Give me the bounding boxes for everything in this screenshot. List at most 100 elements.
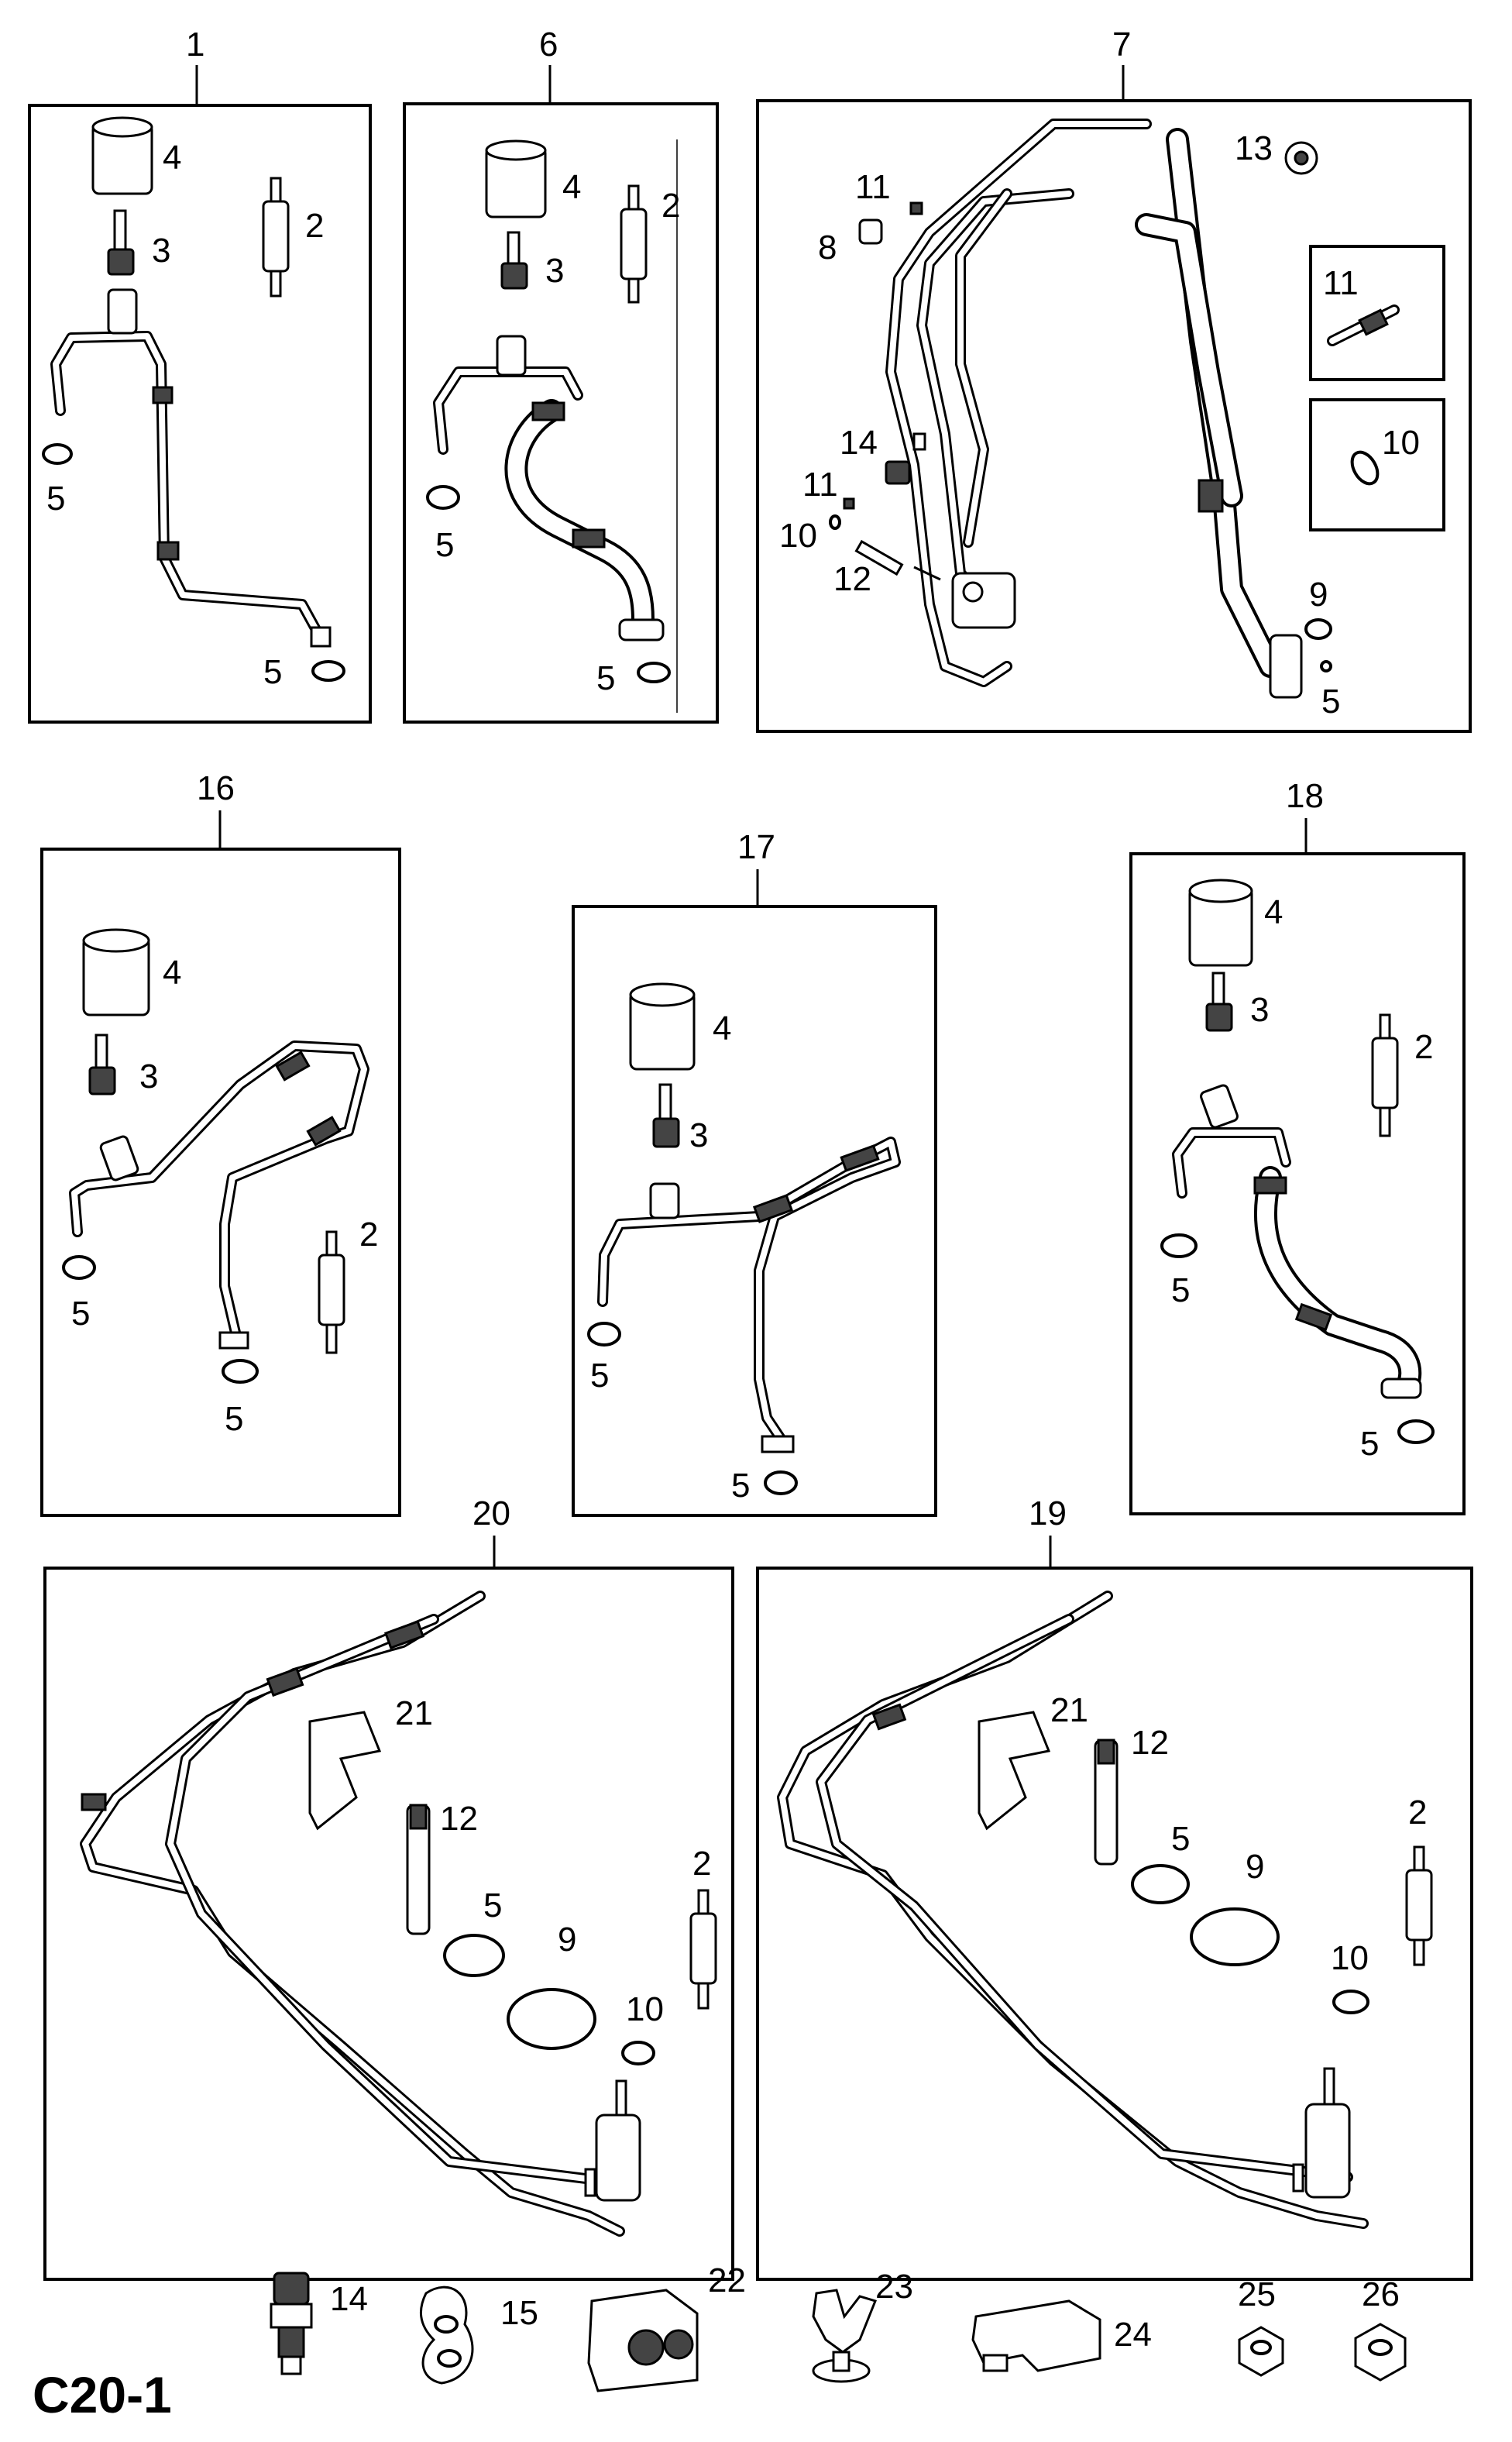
- part-5-label: 5: [1360, 1425, 1379, 1463]
- part-14-label: 14: [840, 424, 878, 462]
- ac-pipe-20: [80, 1591, 641, 2237]
- group-7-box: [756, 99, 1472, 733]
- valve-core: [318, 1230, 345, 1354]
- o-ring: [829, 514, 841, 530]
- o-ring: [507, 1988, 596, 2050]
- part-2-label: 2: [692, 1845, 711, 1883]
- part-12-label: 12: [1131, 1724, 1169, 1762]
- part-21-label: 21: [1050, 1691, 1088, 1729]
- o-ring: [222, 1359, 259, 1384]
- part-2-label: 2: [1408, 1794, 1427, 1831]
- group-19-label: 19: [1029, 1494, 1067, 1532]
- receiver-cap: [82, 928, 150, 1016]
- part-5-label: 5: [731, 1467, 750, 1505]
- hex-nut: [1238, 2326, 1284, 2377]
- part-4-label: 4: [1264, 893, 1283, 931]
- o-ring: [1190, 1907, 1280, 1966]
- inset-box-10: [1309, 398, 1445, 531]
- valve-screw: [652, 1083, 680, 1148]
- part-5-label: 5: [590, 1357, 609, 1395]
- o-ring: [1397, 1419, 1435, 1444]
- service-valve: [1094, 1739, 1119, 1866]
- part-5-label: 5: [435, 526, 454, 564]
- ac-hose-6: [433, 335, 665, 641]
- o-ring: [1320, 660, 1332, 672]
- part-22-label: 22: [708, 2261, 746, 2299]
- receiver-cap: [91, 116, 153, 195]
- group-17-box: [572, 905, 937, 1517]
- ac-hose-assembly-7: [885, 119, 1303, 699]
- valve-screw: [500, 231, 528, 290]
- o-ring: [1304, 618, 1332, 640]
- valve-core: [689, 1889, 717, 2010]
- part-21-label: 21: [395, 1694, 433, 1732]
- group-17: 17 4 3 5 5: [572, 828, 937, 1517]
- part-4-label: 4: [163, 139, 181, 177]
- part-3-label: 3: [139, 1058, 158, 1095]
- pipe-clamp: [419, 2286, 474, 2385]
- ac-pipe-1: [50, 288, 332, 648]
- ac-pipe-16: [69, 1040, 369, 1350]
- part-11-label: 11: [855, 168, 891, 206]
- page-code: C20-1: [33, 2366, 172, 2423]
- o-ring: [587, 1322, 621, 1347]
- hex-nut: [1284, 141, 1318, 175]
- part-10-label: 10: [779, 517, 817, 555]
- group-17-label: 17: [737, 828, 775, 866]
- valve-core: [1371, 1013, 1399, 1137]
- part-8-label: 8: [818, 229, 837, 267]
- valve-core: [262, 177, 290, 298]
- group-20-box: [43, 1567, 734, 2281]
- hose-holder: [971, 2299, 1101, 2372]
- part-5-label: 5: [1171, 1820, 1190, 1858]
- part-3-label: 3: [1250, 991, 1269, 1029]
- part-15-label: 15: [500, 2294, 538, 2332]
- o-ring: [62, 1255, 96, 1280]
- receiver-cap: [485, 139, 547, 218]
- part-3-label: 3: [689, 1116, 708, 1154]
- part-5-label: 5: [225, 1400, 243, 1438]
- pressure-switch: [885, 432, 926, 485]
- part-4-label: 4: [163, 954, 181, 992]
- pressure-switch: [270, 2272, 313, 2375]
- group-18: 18 4 3 2 5 5: [1129, 777, 1466, 1515]
- part-9-label: 9: [558, 1921, 576, 1959]
- hex-nut: [1354, 2323, 1407, 2382]
- part-4-label: 4: [562, 168, 581, 206]
- inset-box-11: [1309, 245, 1445, 381]
- valve-core: [1405, 1845, 1433, 1966]
- part-26-label: 26: [1362, 2275, 1400, 2313]
- valve-core-insert: [1327, 304, 1400, 346]
- o-ring: [42, 443, 73, 465]
- part-4-label: 4: [713, 1009, 731, 1047]
- ac-pipe-19: [777, 1591, 1369, 2229]
- part-5-label: 5: [483, 1887, 502, 1924]
- group-20-label: 20: [472, 1494, 510, 1532]
- o-ring: [1131, 1864, 1190, 1904]
- part-10-label: 10: [1331, 1939, 1369, 1977]
- loose-parts: 14 15 22 23 24 25: [270, 2261, 1407, 2392]
- part-11-label: 11: [802, 466, 838, 504]
- part-5-label: 5: [46, 480, 65, 518]
- part-10-label: 10: [626, 1990, 664, 2028]
- group-7-label: 7: [1112, 26, 1131, 64]
- valve-screw: [1205, 972, 1233, 1032]
- part-2-label: 2: [359, 1216, 378, 1254]
- o-ring: [443, 1934, 505, 1977]
- group-6-label: 6: [539, 26, 558, 64]
- o-ring: [764, 1470, 798, 1495]
- group-16-box: [40, 848, 401, 1517]
- part-9-label: 9: [1246, 1848, 1264, 1886]
- valve-screw: [88, 1034, 116, 1095]
- valve-core-small: [843, 497, 855, 510]
- group-18-box: [1129, 852, 1466, 1515]
- group-19-box: [756, 1567, 1473, 2281]
- group-16-label: 16: [197, 769, 235, 807]
- part-5-label: 5: [263, 653, 282, 691]
- push-clip: [812, 2289, 878, 2383]
- part-9-label: 9: [1309, 576, 1328, 614]
- part-10-label: 10: [1382, 424, 1420, 462]
- valve-core-small: [909, 201, 923, 215]
- group-1-label: 1: [186, 26, 204, 64]
- ac-hose-18: [1172, 1084, 1422, 1399]
